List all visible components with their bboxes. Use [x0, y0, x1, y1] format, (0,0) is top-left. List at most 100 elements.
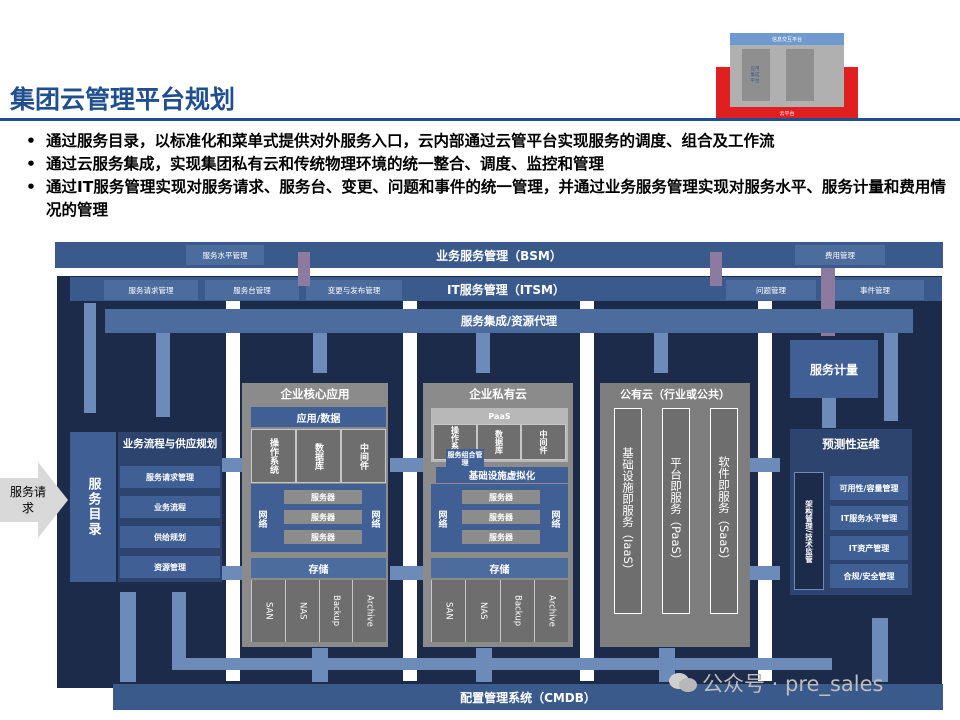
down-arrow — [84, 303, 96, 413]
private-server: 服务器 — [462, 510, 540, 524]
enterprise-storage-slot: Archive — [352, 580, 386, 642]
enterprise-storage-slot: Backup — [319, 580, 352, 642]
up-down-arrow — [298, 252, 310, 286]
right-arrow — [750, 566, 780, 580]
bullet-item: 通过IT服务管理实现对服务请求、服务台、变更、问题和事件的统一管理，并通过业务服… — [26, 176, 953, 222]
itsm-pill: 服务台管理 — [205, 280, 299, 300]
itsm-label: IT服务管理（ITSM） — [447, 282, 565, 297]
public-item-saas: 软件即服务（SaaS） — [710, 408, 738, 614]
process-item: 服务请求管理 — [120, 466, 220, 488]
enterprise-title: 企业核心应用 — [280, 387, 350, 401]
bullet-item: 通过云服务集成，实现集团私有云和传统物理环境的统一整合、调度、监控和管理 — [26, 153, 953, 176]
enterprise-network-right: 网络 — [365, 490, 385, 548]
logo-bottom-label: 云平台 — [779, 110, 795, 117]
wechat-icon — [669, 673, 697, 692]
private-combo: 服务组合管理 — [446, 449, 484, 469]
enterprise-slot: 数据库 — [296, 429, 341, 483]
private-title: 企业私有云 — [469, 387, 527, 401]
private-storage-slot: NAS — [465, 580, 500, 642]
metering-label: 服务计量 — [809, 362, 858, 377]
integration-band: 服务集成/资源代理 — [105, 309, 913, 333]
enterprise-storage-slot: SAN — [251, 580, 285, 642]
bsm-pill-service-level: 服务水平管理 — [186, 245, 264, 265]
itsm-pill: 服务请求管理 — [104, 280, 198, 300]
bsm-pill-billing: 费用管理 — [795, 245, 885, 265]
watermark-text: 公众号 · pre_sales — [702, 672, 884, 696]
page-title: 集团云管理平台规划 — [10, 85, 236, 114]
enterprise-slot: 中间件 — [341, 429, 386, 483]
bullet-item: 通过服务目录，以标准化和菜单式提供对外服务入口，云内部通过云管平台实现服务的调度… — [26, 130, 953, 153]
private-slot: 数据库 — [477, 424, 521, 460]
service-metering: 服务计量 — [790, 340, 878, 398]
enterprise-server: 服务器 — [284, 490, 362, 504]
bsm-label: 业务服务管理（BSM） — [436, 248, 562, 263]
arrow-right-icon — [0, 462, 68, 538]
private-network-right: 网络 — [545, 490, 565, 548]
enterprise-app-data: 应用/数据 — [251, 407, 386, 427]
private-server: 服务器 — [462, 530, 540, 544]
public-title: 公有云（行业或公共） — [620, 388, 730, 401]
logo-mid-label: 应用 集成 平台 — [750, 67, 760, 84]
right-arrow — [750, 458, 780, 472]
public-item-label: 软件即服务（SaaS） — [717, 456, 731, 566]
itsm-pill: 问题管理 — [726, 280, 816, 300]
up-down-arrow — [872, 618, 888, 682]
public-item-label: 平台即服务（PaaS） — [669, 456, 683, 566]
private-storage-slot: SAN — [431, 580, 465, 642]
private-storage-slot: Archive — [534, 580, 568, 642]
service-request-label: 服务请求 — [9, 485, 46, 515]
public-item-iaas: 基础设施即服务（IaaS） — [614, 408, 642, 614]
title-rule — [0, 118, 960, 121]
ops-item: 可用性/容量管理 — [830, 476, 908, 500]
up-down-arrow — [172, 592, 186, 668]
ops-side: 架构管理/技术监管 — [794, 472, 824, 590]
service-request-arrow: 服务请求 — [0, 462, 68, 538]
ops-item: IT资产管理 — [830, 536, 908, 560]
down-arrow — [884, 333, 898, 421]
itsm-pill: 变更与发布管理 — [306, 280, 402, 300]
logo-top-label: 信息交互平台 — [730, 33, 844, 45]
down-arrow — [156, 333, 170, 417]
enterprise-network-left: 网络 — [252, 490, 272, 548]
itsm-pill: 事件管理 — [826, 280, 924, 300]
private-slot: 中间件 — [521, 424, 566, 460]
enterprise-storage-slot: NAS — [285, 580, 319, 642]
cmdb-label: 配置管理系统（CMDB） — [460, 690, 596, 705]
process-item: 资源管理 — [120, 556, 220, 578]
logo-graphic: 云平台 信息交互平台 应用 集成 平台 — [716, 25, 858, 121]
enterprise-server: 服务器 — [284, 530, 362, 544]
up-down-arrow — [659, 648, 675, 682]
right-arrow — [390, 458, 424, 472]
ops-title: 预测性运维 — [822, 437, 880, 451]
public-item-label: 基础设施即服务（IaaS） — [621, 446, 635, 576]
bullet-list: 通过服务目录，以标准化和菜单式提供对外服务入口，云内部通过云管平台实现服务的调度… — [26, 130, 953, 222]
process-title: 业务流程与供应规划 — [122, 437, 218, 450]
private-server: 服务器 — [462, 490, 540, 504]
integration-label: 服务集成/资源代理 — [460, 314, 558, 328]
service-catalog-label: 服务目录 — [85, 477, 101, 537]
down-arrow — [476, 333, 490, 373]
service-catalog: 服务目录 — [70, 432, 116, 582]
up-down-arrow — [710, 252, 722, 286]
watermark: 公众号 · pre_sales — [668, 668, 938, 698]
private-network-left: 网络 — [432, 490, 452, 548]
process-item: 供给规划 — [120, 526, 220, 548]
private-storage-slot: Backup — [500, 580, 534, 642]
up-down-arrow — [476, 648, 492, 682]
private-storage: 存储 — [431, 558, 568, 578]
cmdb-bar: 配置管理系统（CMDB） — [113, 684, 943, 710]
down-arrow — [654, 333, 668, 373]
private-paas-label: PaaS — [488, 411, 511, 421]
public-item-paas: 平台即服务（PaaS） — [662, 408, 690, 614]
down-arrow — [313, 333, 327, 373]
up-arrow — [822, 398, 836, 428]
up-down-arrow — [312, 648, 328, 682]
right-arrow — [390, 566, 424, 580]
ops-item: 合规/安全管理 — [830, 564, 908, 588]
ops-side-label: 架构管理/技术监管 — [804, 499, 814, 563]
enterprise-slot: 操作系统 — [251, 429, 296, 483]
enterprise-storage: 存储 — [251, 558, 386, 578]
up-down-arrow — [120, 592, 136, 682]
process-item: 业务流程 — [120, 496, 220, 518]
private-virtualization: 基础设施虚拟化 — [436, 467, 568, 483]
